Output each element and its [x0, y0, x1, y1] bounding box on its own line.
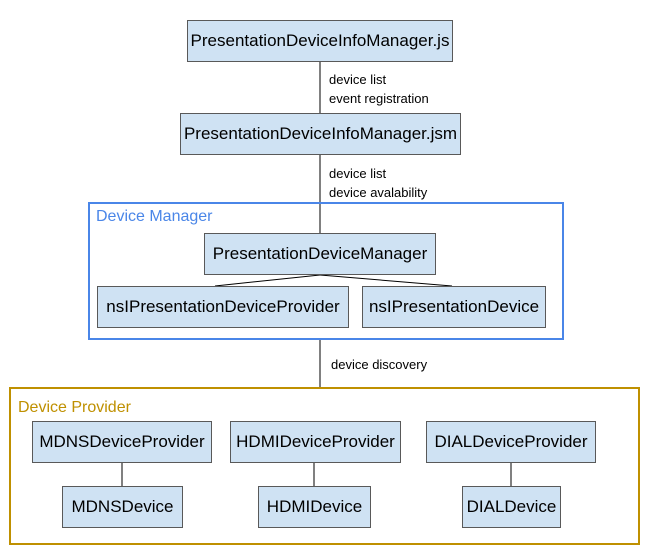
group-device-manager [88, 202, 564, 340]
node-hdmi-device: HDMIDevice [258, 486, 371, 528]
edge-label-line: event registration [329, 91, 429, 106]
node-device-iface: nsIPresentationDevice [362, 286, 546, 328]
node-info-manager-jsm: PresentationDeviceInfoManager.jsm [180, 113, 461, 155]
group-label-device-provider: Device Provider [18, 399, 131, 416]
node-info-manager-js: PresentationDeviceInfoManager.js [187, 20, 453, 62]
edge-label-line: device avalability [329, 185, 428, 200]
edge-label-line: device discovery [331, 357, 428, 372]
node-mdns-device: MDNSDevice [62, 486, 183, 528]
group-label-device-manager: Device Manager [96, 208, 213, 225]
group-device-provider [9, 387, 640, 545]
node-device-manager: PresentationDeviceManager [204, 233, 436, 275]
edge-label-line: device list [329, 166, 387, 181]
node-hdmi-provider: HDMIDeviceProvider [230, 421, 401, 463]
edge-label-manager-to-provider: device discovery [331, 355, 427, 374]
edge-label-jsm-to-manager: device list device avalability [329, 164, 427, 202]
edge-manager-to-provider-iface [214, 274, 321, 287]
edge-label-js-to-jsm: device list event registration [329, 70, 429, 108]
node-mdns-provider: MDNSDeviceProvider [32, 421, 212, 463]
edge-manager-to-device-iface [319, 274, 453, 287]
node-dial-provider: DIALDeviceProvider [426, 421, 596, 463]
edge-label-line: device list [329, 72, 387, 87]
node-dial-device: DIALDevice [462, 486, 561, 528]
node-device-provider-iface: nsIPresentationDeviceProvider [97, 286, 349, 328]
